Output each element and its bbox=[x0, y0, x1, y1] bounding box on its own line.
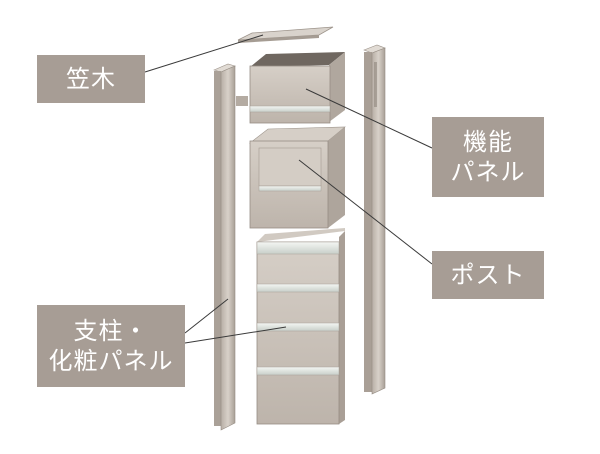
kasagi-leader-line bbox=[144, 34, 264, 73]
decorative-panel bbox=[256, 228, 345, 425]
right-post bbox=[363, 44, 386, 395]
kinou-leader-line bbox=[305, 88, 433, 149]
post-leader-line bbox=[298, 159, 433, 265]
shichu-panel-label-line1: 支柱・ bbox=[73, 317, 149, 345]
shichu-panel-label: 支柱・ 化粧パネル bbox=[37, 305, 185, 387]
left-post bbox=[213, 63, 236, 431]
function-panel bbox=[236, 52, 345, 124]
shichu-panel-leader-line bbox=[184, 326, 287, 344]
function-panel-label-line1: 機能 bbox=[463, 128, 513, 156]
post-box bbox=[249, 126, 346, 229]
kasagi-cap bbox=[237, 26, 334, 43]
shichu-panel-label-line2: 化粧パネル bbox=[48, 347, 174, 375]
function-panel-label-line2: パネル bbox=[450, 158, 526, 186]
kasagi-label-text: 笠木 bbox=[66, 65, 116, 93]
post-label: ポスト bbox=[432, 251, 544, 299]
kasagi-label: 笠木 bbox=[37, 55, 145, 103]
function-panel-label: 機能 パネル bbox=[432, 117, 544, 197]
shichu-post-leader-line bbox=[184, 298, 229, 334]
post-label-text: ポスト bbox=[450, 261, 526, 289]
